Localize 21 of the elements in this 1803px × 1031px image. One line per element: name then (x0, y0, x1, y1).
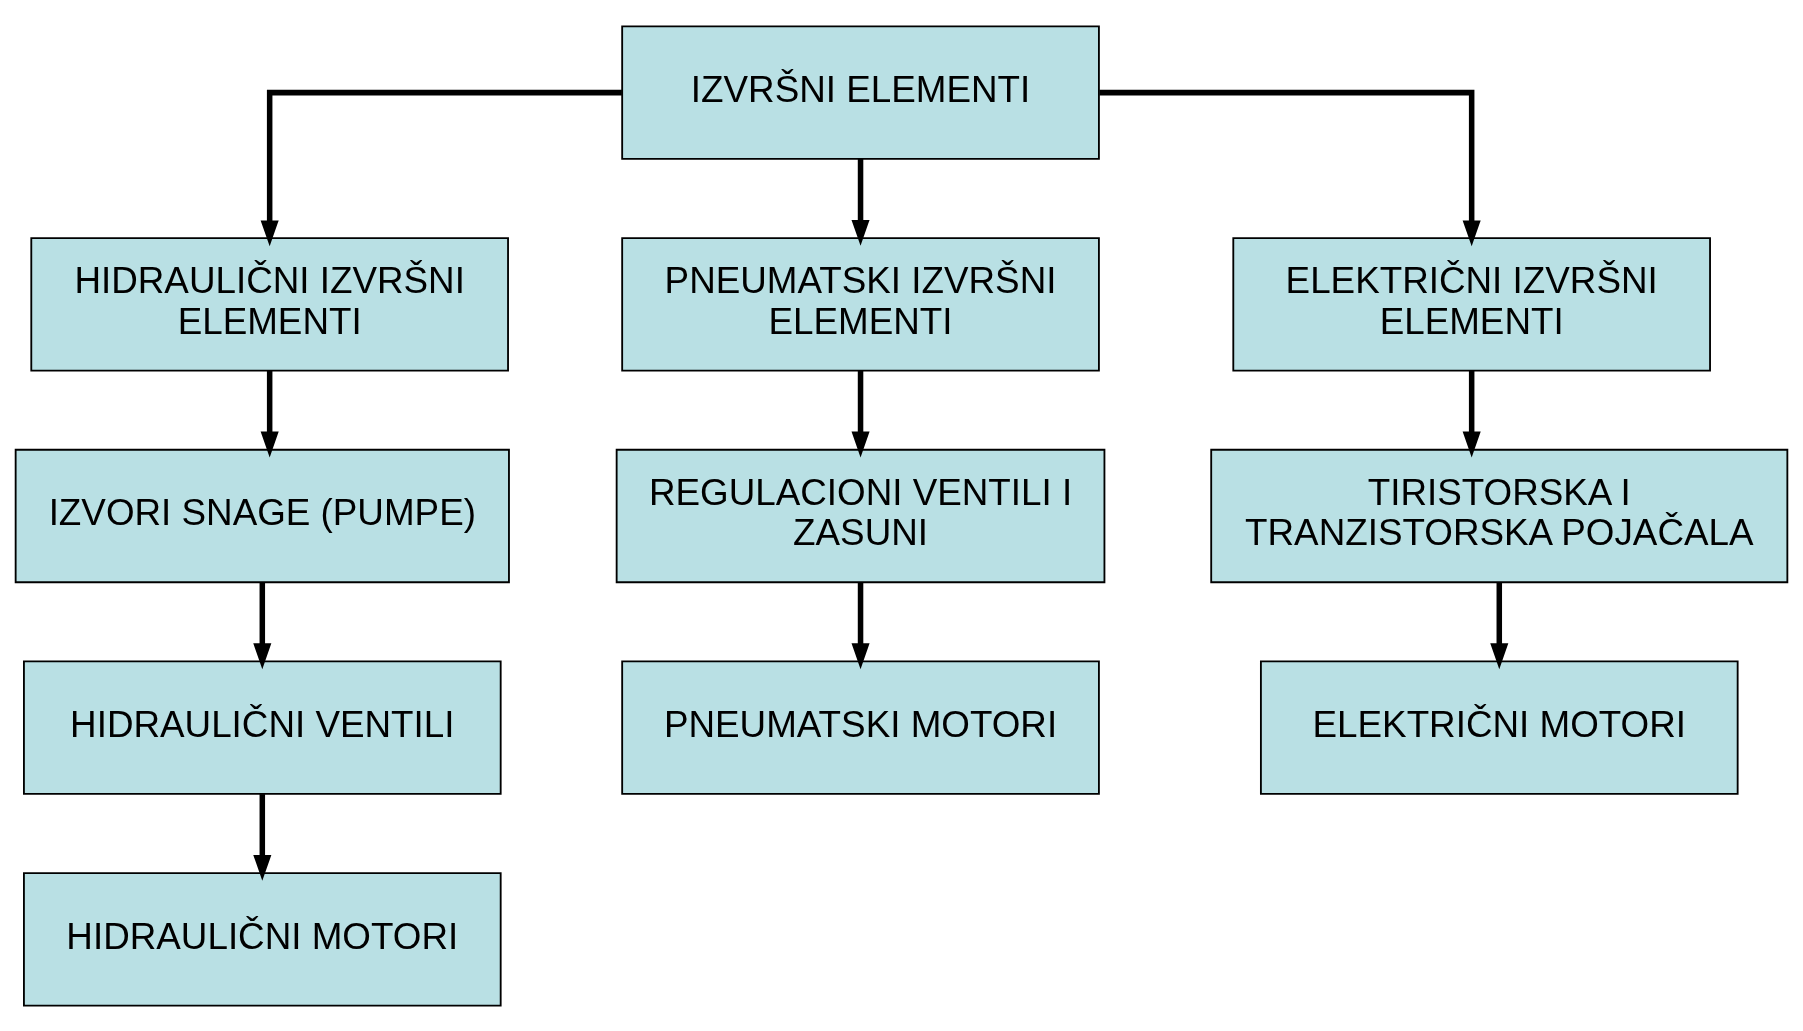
arrow (253, 793, 272, 881)
arrow (1490, 581, 1509, 669)
node-box: HIDRAULIČNI IZVRŠNI ELEMENTI (30, 236, 509, 371)
arrow (851, 370, 870, 457)
arrow (260, 89, 622, 246)
node-box: IZVORI SNAGE (PUMPE) (14, 448, 510, 583)
node-box: HIDRAULIČNI MOTORI (23, 871, 502, 1007)
node-box: REGULACIONI VENTILI I ZASUNI (615, 448, 1106, 583)
node-box: TIRISTORSKA I TRANZISTORSKA POJAČALA (1210, 448, 1789, 583)
arrow (260, 370, 279, 457)
node-box: ELEKTRIČNI IZVRŠNI ELEMENTI (1232, 236, 1711, 371)
node-box: ELEKTRIČNI MOTORI (1260, 660, 1739, 795)
arrow (253, 581, 272, 669)
node-box: IZVRŠNI ELEMENTI (621, 24, 1100, 160)
node-box: PNEUMATSKI IZVRŠNI ELEMENTI (621, 236, 1100, 371)
node-box: HIDRAULIČNI VENTILI (23, 660, 502, 795)
arrow (1099, 89, 1481, 246)
arrow (851, 158, 870, 246)
node-box: PNEUMATSKI MOTORI (621, 660, 1100, 795)
arrow (1462, 370, 1481, 457)
arrow (851, 581, 870, 669)
